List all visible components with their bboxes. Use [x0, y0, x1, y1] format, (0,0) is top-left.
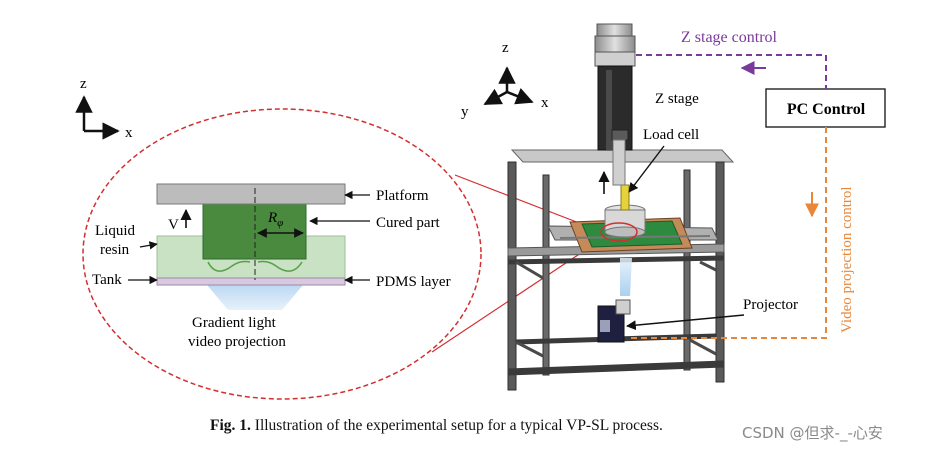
- z-stage-label: Z stage: [655, 91, 699, 107]
- zoom-ellipse: [82, 108, 482, 400]
- zoom-target-circle: [600, 222, 638, 242]
- figure-caption: Fig. 1. Illustration of the experimental…: [210, 417, 663, 435]
- axis-y-right: y: [461, 104, 469, 120]
- cure-wave-right: [257, 260, 303, 272]
- v-label: V: [168, 217, 179, 233]
- liquid-label: Liquid: [95, 223, 135, 239]
- axis-x-right: x: [541, 95, 549, 111]
- load-cell: [620, 184, 630, 211]
- zoom-connector-top: [454, 174, 593, 229]
- csdn-watermark: CSDN @但求-_-心安: [742, 424, 883, 442]
- machine-frame: [507, 149, 735, 391]
- video-projection-label: video projection: [188, 334, 286, 350]
- figure-number: Fig. 1.: [210, 417, 251, 434]
- cured-part: [202, 203, 307, 260]
- projector-pointer: [626, 314, 745, 331]
- cure-wave-left: [207, 260, 251, 272]
- projector: [597, 299, 631, 343]
- r-label: Rφ: [267, 210, 283, 229]
- load-cell-label: Load cell: [643, 127, 699, 143]
- z-stage: [594, 23, 636, 186]
- caption-text: Illustration of the experimental setup f…: [250, 417, 663, 434]
- axis-z-right: z: [502, 40, 509, 56]
- platform-label: Platform: [376, 188, 429, 204]
- pc-control-label: PC Control: [787, 101, 866, 118]
- resin-pointer: [139, 241, 158, 250]
- axis-z-left: z: [80, 76, 87, 92]
- platform: [156, 183, 346, 205]
- tank-label: Tank: [92, 272, 122, 288]
- z-stage-control-label: Z stage control: [681, 29, 778, 46]
- build-platform: [604, 184, 646, 238]
- cross-section: [156, 183, 346, 310]
- resin-label: resin: [100, 242, 130, 258]
- light-beam: [620, 258, 632, 296]
- video-projection-control-label: Video projection control: [839, 186, 855, 333]
- light-cone: [207, 285, 303, 310]
- video-projection-control-line: [628, 127, 827, 339]
- gradient-light-label: Gradient light: [192, 315, 277, 331]
- pdms-label: PDMS layer: [376, 274, 451, 290]
- right-axes: z y x: [461, 40, 549, 120]
- load-cell-pointer: [628, 145, 665, 193]
- left-axes: z x: [75, 76, 133, 141]
- pdms-layer: [156, 277, 346, 286]
- axis-x-left: x: [125, 125, 133, 141]
- cured-part-label: Cured part: [376, 215, 441, 231]
- projector-label: Projector: [743, 297, 798, 313]
- z-stage-control-line: [636, 54, 827, 89]
